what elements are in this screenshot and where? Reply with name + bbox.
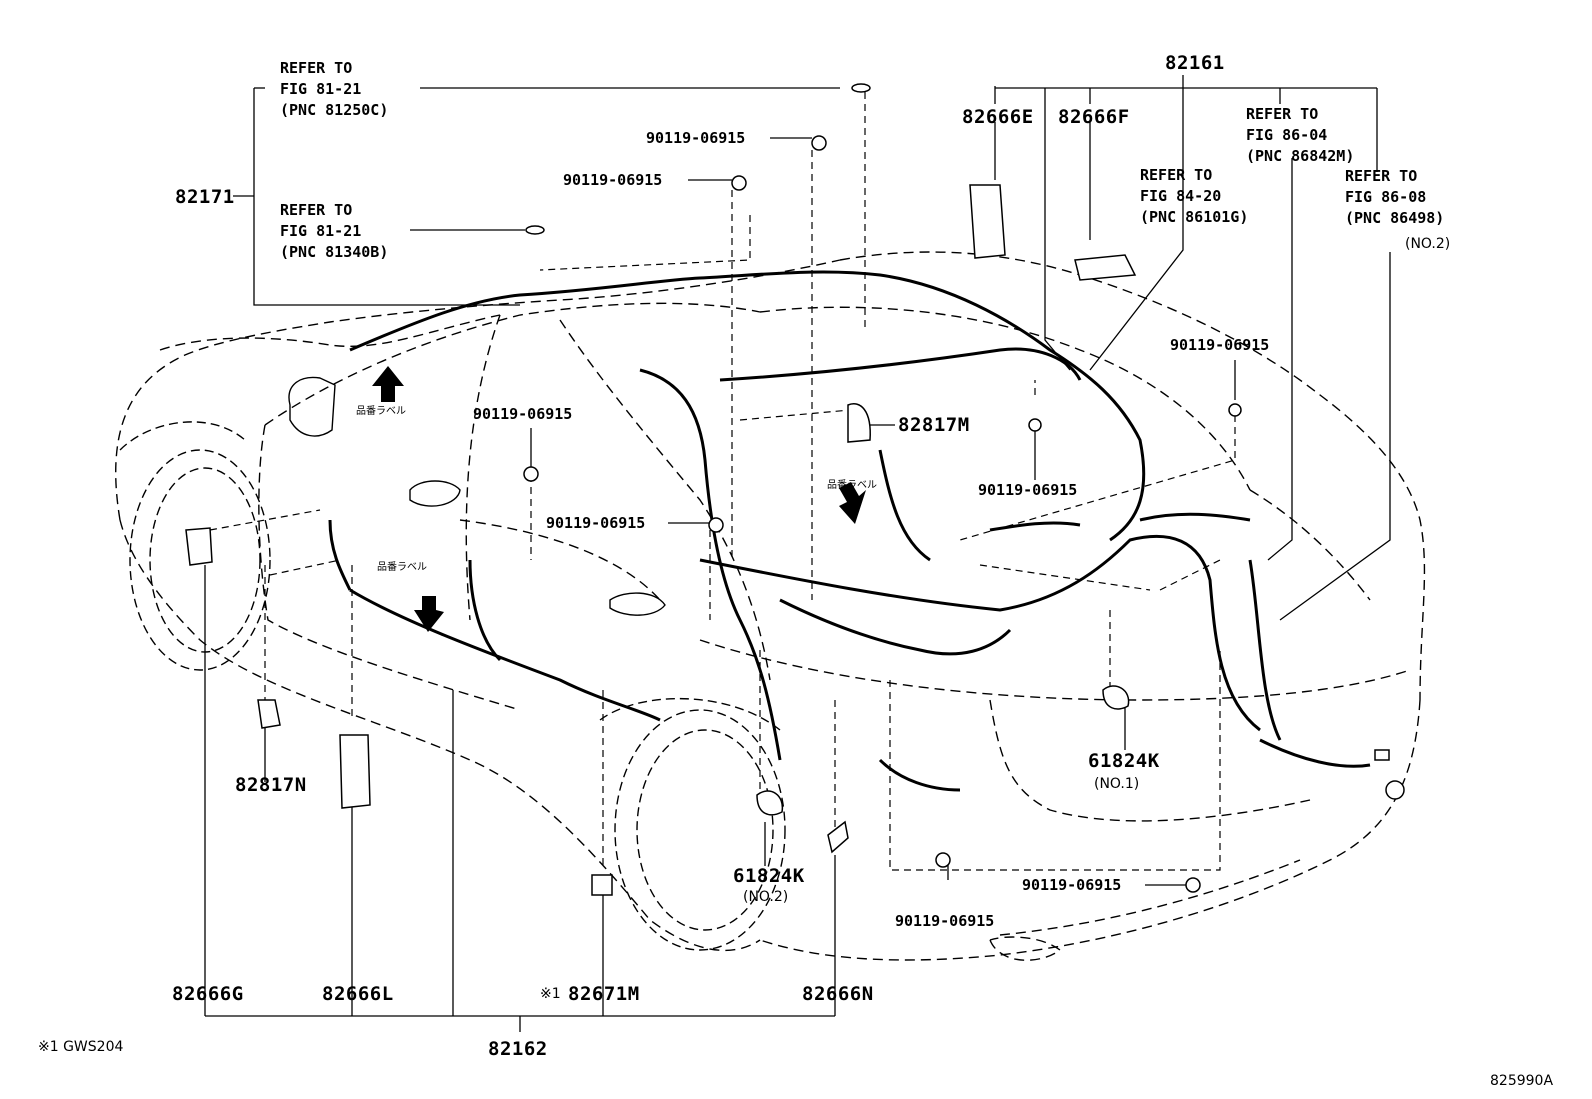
- part-61824k-no1: 61824K: [1088, 750, 1160, 772]
- refer-line: FIG 86-04: [1246, 126, 1328, 144]
- connector-82666f: [1074, 254, 1137, 281]
- refer-line: (PNC 86498): [1345, 209, 1445, 227]
- drawing-id: 825990A: [1490, 1073, 1554, 1089]
- connector-82666g: [185, 527, 213, 566]
- refer-note-81250c: REFER TO FIG 81-21 (PNC 81250C): [280, 58, 388, 121]
- part-82666f: 82666F: [1058, 106, 1130, 128]
- part-82666e: 82666E: [962, 106, 1034, 128]
- refer-line: REFER TO: [280, 59, 353, 77]
- clip-82817m: [847, 403, 871, 443]
- parts: [185, 83, 1405, 896]
- connector-82666n: [827, 820, 849, 854]
- bolt-label: 90119-06915: [646, 129, 746, 147]
- part-82161: 82161: [1165, 52, 1225, 74]
- part-82671m: 82671M: [568, 983, 640, 1005]
- clip-82817n: [257, 699, 281, 729]
- asterisk-mark: ※1: [540, 986, 561, 1002]
- dashed-leaders: [209, 92, 1236, 871]
- bolt-label: 90119-06915: [546, 514, 646, 532]
- arrow-down-icon: [839, 482, 866, 524]
- refer-line: (PNC 81340B): [280, 243, 389, 261]
- car-body-dashed: [115, 251, 1426, 961]
- bolt-label: 90119-06915: [1170, 336, 1270, 354]
- part-82666l: 82666L: [322, 983, 394, 1005]
- note-no2-top: (NO.2): [1405, 236, 1451, 252]
- arrows: [372, 366, 866, 632]
- part-82817n: 82817N: [235, 774, 307, 796]
- leader-lines: [204, 75, 1391, 1032]
- refer-note-86842m: REFER TO FIG 86-04 (PNC 86842M): [1246, 104, 1354, 167]
- part-61824k-no2: 61824K: [733, 865, 805, 887]
- refer-note-81340b: REFER TO FIG 81-21 (PNC 81340B): [280, 200, 388, 263]
- part-82666g: 82666G: [172, 983, 244, 1005]
- note-no1: (NO.1): [1094, 776, 1140, 792]
- refer-note-86101g: REFER TO FIG 84-20 (PNC 86101G): [1140, 165, 1248, 228]
- refer-note-86498: REFER TO FIG 86-08 (PNC 86498): [1345, 166, 1444, 229]
- connector-82671m: [591, 874, 613, 896]
- refer-line: (PNC 86101G): [1140, 208, 1249, 226]
- part-82162: 82162: [488, 1038, 548, 1060]
- refer-line: REFER TO: [280, 201, 353, 219]
- refer-line: REFER TO: [1246, 105, 1319, 123]
- refer-line: (PNC 81250C): [280, 101, 389, 119]
- fuel-door: [409, 480, 461, 507]
- wire-harness: [328, 270, 1371, 792]
- side-mirror: [288, 376, 336, 437]
- rear-wheel: [599, 697, 786, 951]
- part-label-marker: 品番ラベル: [827, 480, 877, 491]
- refer-line: FIG 86-08: [1345, 188, 1427, 206]
- grommet-61824k-2: [756, 790, 784, 816]
- refer-line: FIG 84-20: [1140, 187, 1222, 205]
- part-label-marker: 品番ラベル: [377, 562, 427, 573]
- refer-line: REFER TO: [1345, 167, 1418, 185]
- bolt-label: 90119-06915: [895, 912, 995, 930]
- part-82817m: 82817M: [898, 414, 970, 436]
- note-no2-bottom: (NO.2): [743, 889, 789, 905]
- refer-line: (PNC 86842M): [1246, 147, 1355, 165]
- arrow-up-icon: [372, 366, 404, 402]
- bolt-label: 90119-06915: [473, 405, 573, 423]
- bolt-label: 90119-06915: [563, 171, 663, 189]
- arrow-down-icon: [414, 596, 444, 632]
- refer-line: FIG 81-21: [280, 222, 362, 240]
- refer-line: REFER TO: [1140, 166, 1213, 184]
- bolt-label: 90119-06915: [1022, 876, 1122, 894]
- bolt-label: 90119-06915: [978, 481, 1078, 499]
- part-82666n: 82666N: [802, 983, 874, 1005]
- grommet-61824k-1: [1102, 685, 1130, 710]
- connector-82666l: [339, 734, 371, 809]
- refer-line: FIG 81-21: [280, 80, 362, 98]
- door-handle: [609, 592, 666, 616]
- part-label-marker: 品番ラベル: [356, 406, 406, 417]
- part-82171: 82171: [175, 186, 235, 208]
- connector-82666e: [969, 184, 1006, 259]
- footnote: ※1 GWS204: [38, 1039, 124, 1055]
